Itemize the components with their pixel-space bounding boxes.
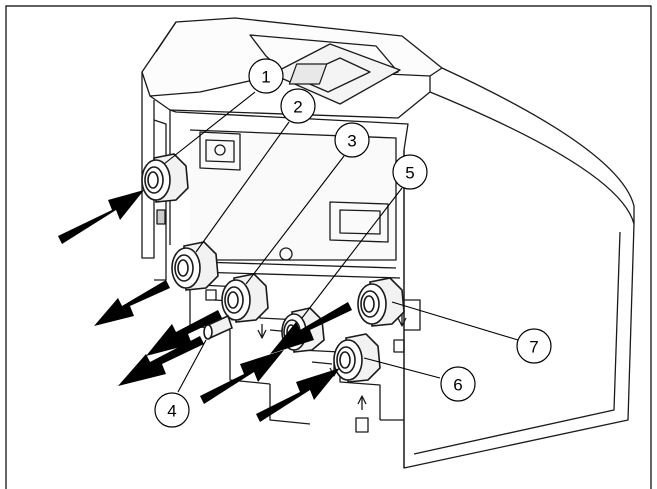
fitting-4 [203, 314, 233, 340]
callout-2-label: 2 [293, 98, 302, 117]
display-screen [288, 63, 328, 85]
boiler-unit [141, 17, 635, 469]
arrow-out-icon [146, 310, 222, 356]
callouts: 1 2 3 4 5 6 7 [154, 58, 552, 428]
callout-6: 6 [440, 366, 476, 402]
fitting-7 [357, 277, 405, 327]
callout-7: 7 [516, 328, 552, 364]
arrow-in-icon [58, 190, 144, 244]
flow-arrows [58, 190, 352, 422]
fitting-6 [333, 333, 381, 383]
leader-lines [163, 91, 519, 393]
callout-5-label: 5 [405, 164, 414, 183]
callout-5: 5 [392, 154, 428, 190]
fitting-2 [171, 241, 219, 291]
callout-3: 3 [334, 122, 370, 158]
callout-6-label: 6 [453, 376, 462, 395]
arrow-out-icon [94, 280, 170, 326]
arrow-in-icon [256, 368, 340, 422]
arrow-in-icon [200, 350, 284, 404]
callout-4: 4 [154, 392, 190, 428]
fitting-1 [141, 153, 189, 203]
arrow-out-icon [118, 336, 204, 386]
callout-2: 2 [280, 88, 316, 124]
label-box [393, 339, 405, 353]
callout-1: 1 [248, 58, 284, 94]
callout-1-label: 1 [261, 68, 270, 87]
connector-chip [156, 209, 166, 225]
label-box [205, 289, 217, 301]
callout-7-label: 7 [529, 338, 538, 357]
callout-3-label: 3 [347, 132, 356, 151]
fitting-3 [221, 273, 269, 323]
arrow-out-icon [270, 302, 352, 354]
callout-4-label: 4 [167, 402, 176, 421]
label-box [355, 417, 369, 433]
figure-border [5, 5, 652, 489]
